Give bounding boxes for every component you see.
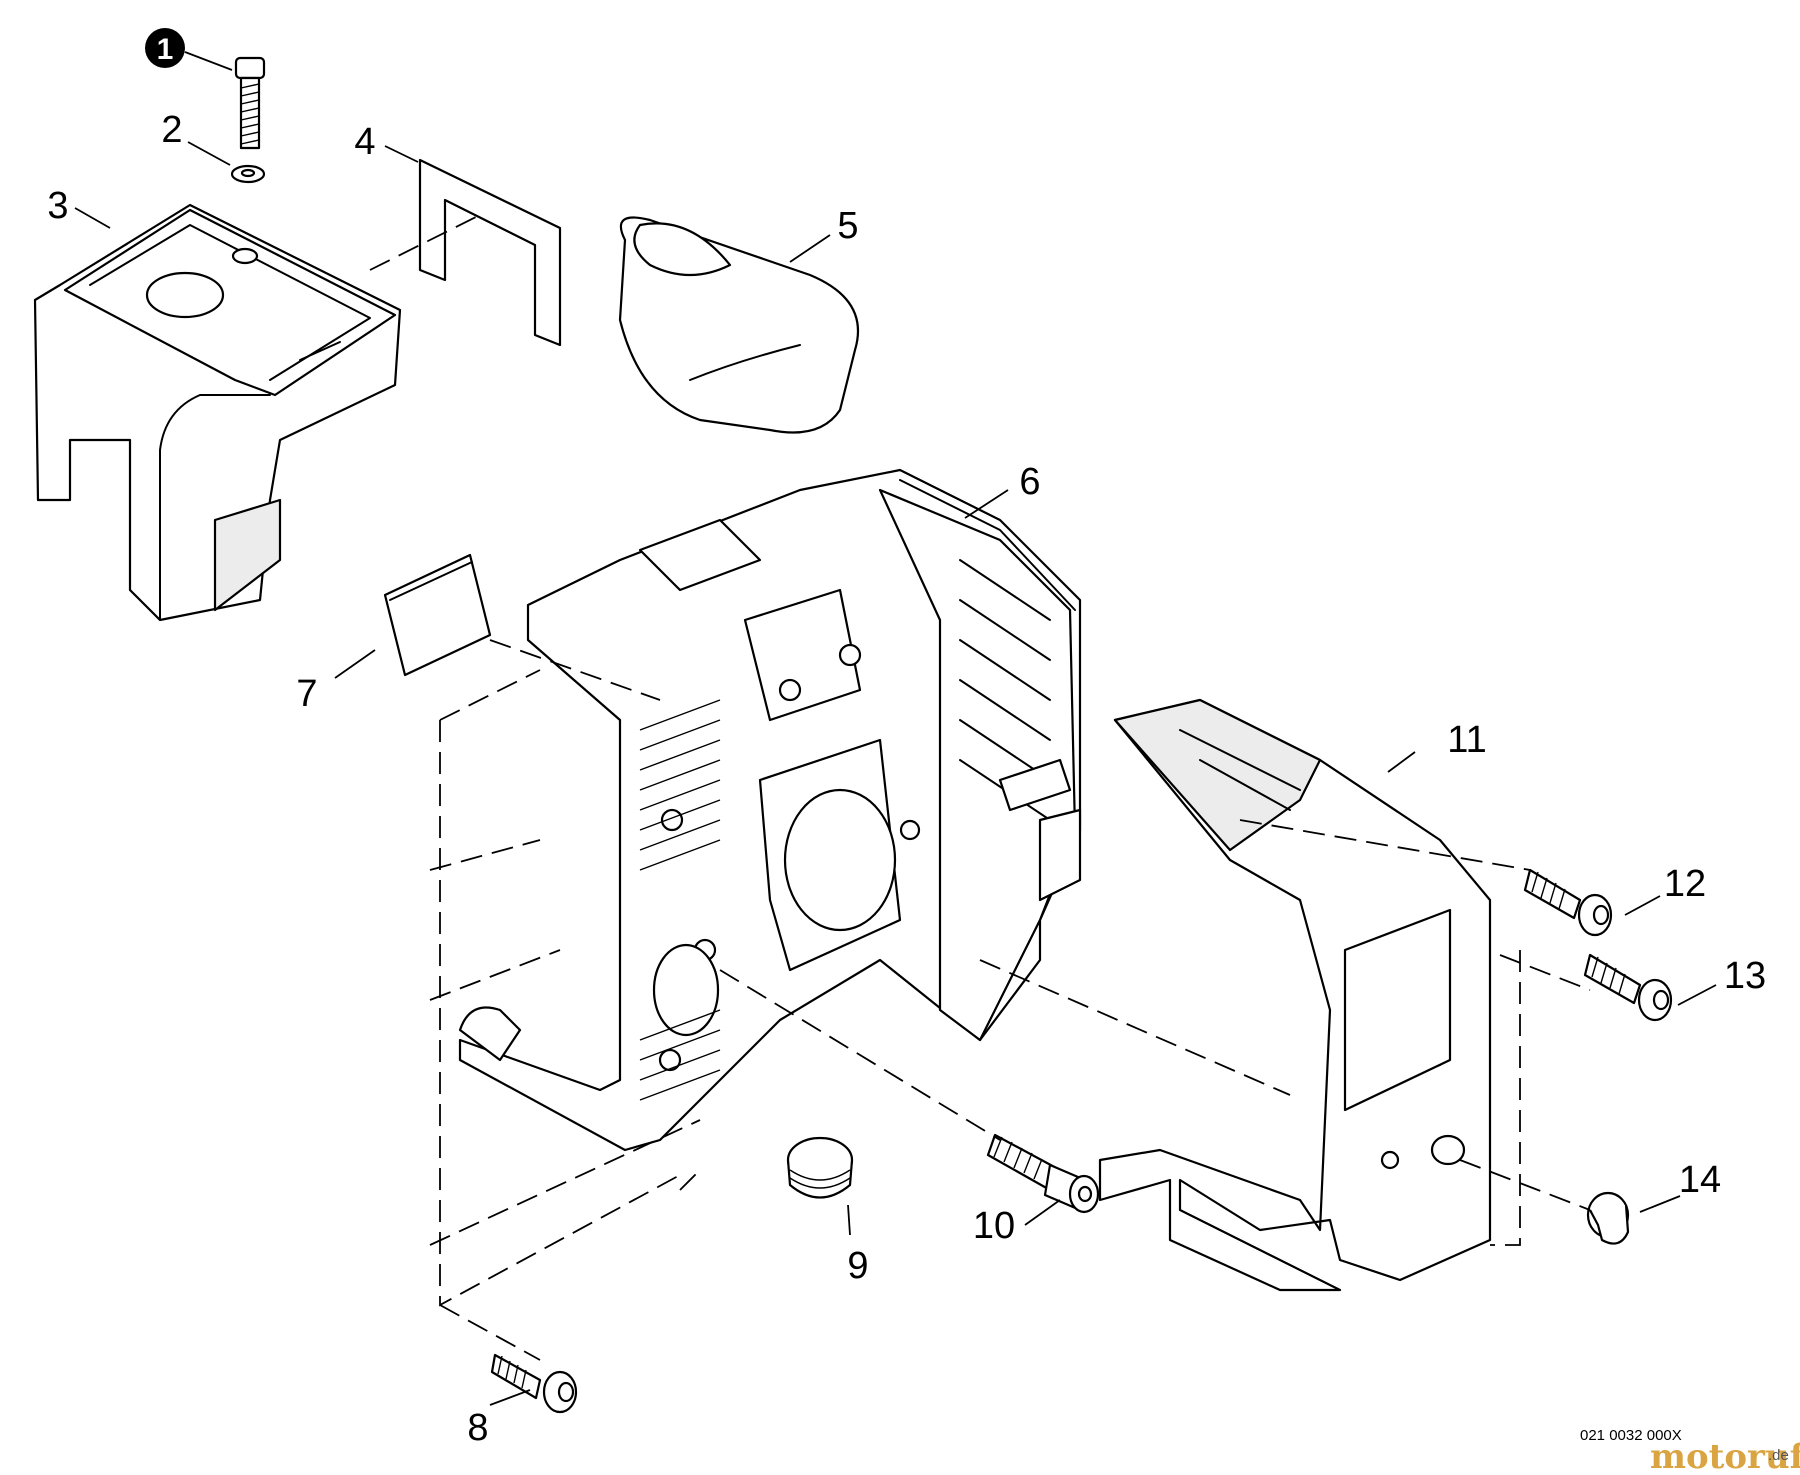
callout-10: 10 bbox=[973, 1205, 1015, 1247]
screw-part-8[interactable] bbox=[490, 1353, 578, 1414]
assembly-dashed-lines bbox=[369, 214, 1591, 1361]
plug-part-9[interactable] bbox=[786, 1136, 854, 1199]
callout-6: 6 bbox=[1019, 461, 1040, 503]
air-cleaner-cover-part-3[interactable] bbox=[33, 203, 402, 622]
callout-11: 11 bbox=[1447, 719, 1486, 761]
callout-5: 5 bbox=[837, 205, 858, 247]
bolt-part-10[interactable] bbox=[986, 1133, 1100, 1214]
watermark-logo: motoruf .de bbox=[1650, 1437, 1800, 1475]
gasket-part-4[interactable] bbox=[418, 158, 562, 347]
callout-1: 1 bbox=[157, 33, 174, 66]
rubber-cap-part-5[interactable] bbox=[618, 216, 860, 434]
side-cover-part-11[interactable] bbox=[1098, 698, 1492, 1292]
watermark-text: motoruf bbox=[1650, 1437, 1800, 1475]
callout-badge-1: 1 bbox=[145, 28, 185, 68]
screw-part-13[interactable] bbox=[1583, 953, 1673, 1022]
watermark-suffix: .de bbox=[1768, 1447, 1789, 1464]
screw-part-12[interactable] bbox=[1523, 868, 1613, 937]
bolt-part-1[interactable] bbox=[234, 56, 266, 150]
callout-8: 8 bbox=[467, 1407, 488, 1449]
callout-12: 12 bbox=[1664, 863, 1706, 905]
callout-14: 14 bbox=[1679, 1159, 1721, 1201]
leader-lines bbox=[74, 51, 1717, 1406]
washer-part-2[interactable] bbox=[230, 164, 266, 184]
cap-part-14[interactable] bbox=[1586, 1191, 1630, 1245]
filter-pad-part-7[interactable] bbox=[383, 553, 492, 677]
callout-2: 2 bbox=[161, 109, 182, 151]
figure-code: 021 0032 000X bbox=[1580, 1427, 1682, 1444]
callout-3: 3 bbox=[47, 185, 68, 227]
callout-4: 4 bbox=[354, 121, 375, 163]
main-housing-part-6[interactable] bbox=[458, 468, 1082, 1152]
callout-13: 13 bbox=[1724, 955, 1766, 997]
callout-7: 7 bbox=[296, 673, 317, 715]
callout-9: 9 bbox=[847, 1245, 868, 1287]
